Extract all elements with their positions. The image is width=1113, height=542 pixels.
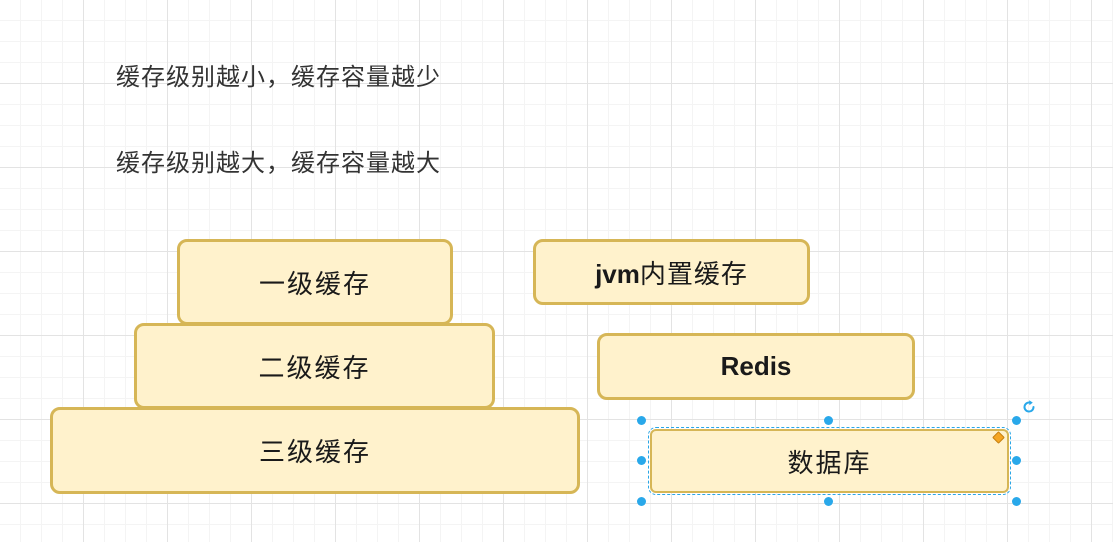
resize-handle-left[interactable] — [637, 456, 646, 465]
resize-handle-bottom-left[interactable] — [637, 497, 646, 506]
level2-cache-label: 二级缓存 — [258, 353, 371, 384]
resize-handle-bottom[interactable] — [824, 497, 833, 506]
resize-handle-right[interactable] — [1012, 456, 1021, 465]
database-box[interactable]: 数据库 — [648, 427, 1011, 495]
jvm-cache-box[interactable]: jvm内置缓存 — [533, 239, 810, 305]
database-label: 数据库 — [787, 448, 872, 479]
resize-handle-bottom-right[interactable] — [1012, 497, 1021, 506]
level3-cache-label: 三级缓存 — [258, 438, 371, 468]
rotate-icon[interactable] — [1021, 399, 1037, 415]
redis-box[interactable]: Redis — [597, 333, 915, 400]
jvm-prefix-text: jvm — [595, 258, 640, 289]
note-larger-level: 缓存级别越大，缓存容量越大 — [116, 149, 441, 177]
resize-handle-top-right[interactable] — [1012, 416, 1021, 425]
level1-cache-box[interactable]: 一级缓存 — [177, 239, 453, 325]
resize-handle-top-left[interactable] — [637, 416, 646, 425]
resize-handle-top[interactable] — [824, 416, 833, 425]
jvm-cache-label: jvm内置缓存 — [595, 254, 748, 291]
jvm-suffix-text: 内置缓存 — [639, 259, 748, 290]
redis-label: Redis — [720, 351, 792, 381]
level3-cache-box[interactable]: 三级缓存 — [50, 407, 580, 494]
level2-cache-box[interactable]: 二级缓存 — [134, 323, 495, 409]
level1-cache-label: 一级缓存 — [258, 269, 371, 300]
note-smaller-level: 缓存级别越小，缓存容量越少 — [116, 63, 441, 91]
